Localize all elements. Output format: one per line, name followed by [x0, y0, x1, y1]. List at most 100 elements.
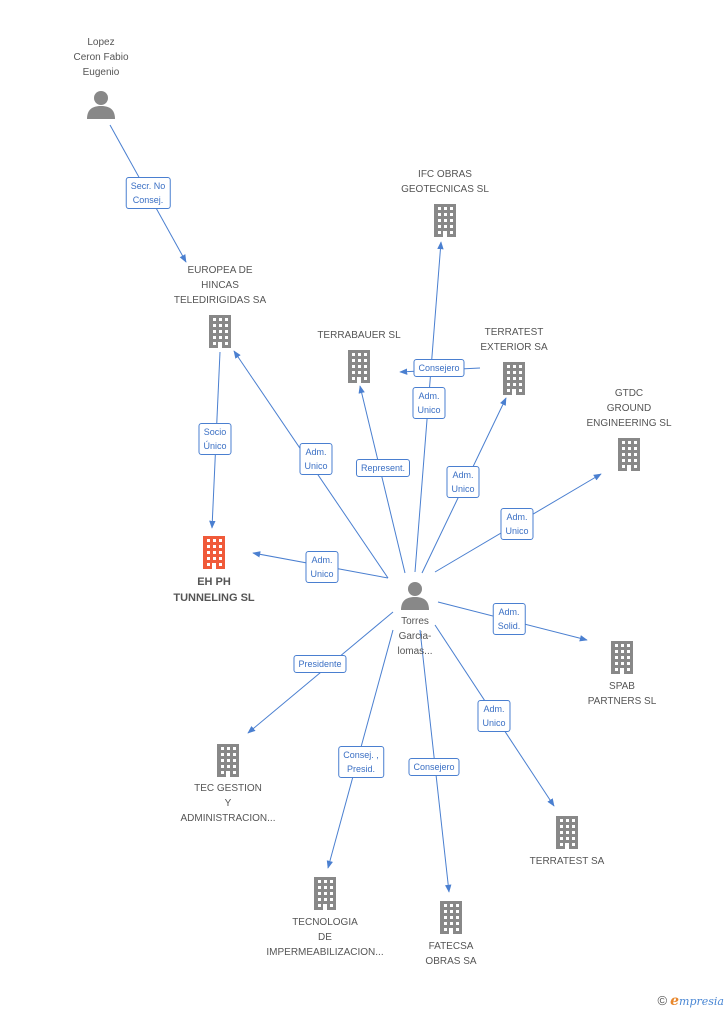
edge-label-line: Adm.	[498, 607, 520, 617]
building-icon	[499, 361, 529, 400]
edge-label-line: Adm.	[311, 555, 333, 565]
footer-brand[interactable]: ©empresia	[658, 993, 724, 1009]
edge-label-line: Consejero	[418, 363, 460, 373]
edge-label[interactable]: Adm. Unico	[299, 443, 333, 475]
node-label-line: TUNNELING SL	[173, 592, 255, 604]
edge-label-line: Unico	[482, 718, 506, 728]
node-label-line: TELEDIRIGIDAS SA	[173, 295, 267, 306]
node-label-line: Torres	[401, 616, 429, 627]
node-label-line: FATECSA	[428, 941, 474, 952]
node-label-line: EUROPEA DE	[187, 265, 253, 276]
node-label: TECNOLOGIA DE IMPERMEABILIZACION...	[255, 915, 395, 960]
building-icon	[205, 314, 235, 353]
node-label-line: GEOTECNICAS SL	[401, 184, 489, 195]
edge-label-line: Presid.	[346, 764, 375, 774]
person-icon	[400, 580, 430, 615]
node-label-line: IFC OBRAS	[418, 169, 472, 180]
building-icon-svg	[434, 204, 456, 237]
node-label-line: Y	[224, 798, 232, 809]
node-label-line: EH PH	[197, 576, 231, 588]
node-label-line: TERRATEST SA	[529, 856, 605, 867]
building-icon-svg	[440, 901, 462, 934]
edge-label[interactable]: Adm. Unico	[477, 700, 511, 732]
edge-label[interactable]: Adm.Unico	[500, 508, 534, 540]
edge-label-line: Unico	[451, 484, 475, 494]
edge-label[interactable]: Represent.	[355, 459, 411, 477]
node-label: IFC OBRAS GEOTECNICAS SL	[375, 167, 515, 197]
edge-torres-to-terrabauer	[358, 385, 406, 574]
node-label-line: GROUND	[606, 403, 652, 414]
node-label-line: lomas...	[397, 646, 433, 657]
edge-label-line: Socio	[203, 427, 227, 437]
building-icon	[199, 535, 229, 574]
edge-label-line: Consej. ,	[343, 750, 379, 760]
edge-label-line: Único	[203, 441, 227, 451]
building-icon-svg	[217, 744, 239, 777]
node-label: EUROPEA DE HINCAS TELEDIRIGIDAS SA	[150, 263, 290, 308]
brand-name: mpresia	[679, 995, 724, 1008]
node-label-line: SPAB	[609, 681, 635, 692]
node-label: TERRABAUER SL	[289, 328, 429, 343]
building-icon-svg	[503, 362, 525, 395]
node-label-line: Lopez	[87, 37, 115, 48]
node-label: TERRATEST SA	[497, 854, 637, 869]
node-label-line: GTDC	[614, 388, 644, 399]
edge-label-line: Adm.	[418, 391, 440, 401]
building-icon-svg	[618, 438, 640, 471]
person-icon	[86, 89, 116, 124]
node-label: TEC GESTION Y ADMINISTRACION...	[158, 781, 298, 826]
edge-label[interactable]: Consejero	[413, 359, 465, 377]
edge-label[interactable]: Adm. Unico	[446, 466, 480, 498]
edge-label-line: Adm.	[483, 704, 505, 714]
edge-label[interactable]: Adm. Solid.	[492, 603, 526, 635]
edge-label-line: Consejero	[413, 762, 455, 772]
edge-label[interactable]: Secr. No Consej.	[125, 177, 171, 209]
node-label-line: EXTERIOR SA	[480, 342, 548, 353]
edge-label-line: Consej.	[132, 195, 164, 205]
building-icon-svg	[348, 350, 370, 383]
node-label-line: IMPERMEABILIZACION...	[266, 947, 384, 958]
building-icon-svg	[203, 536, 225, 569]
node-label-line: Garcia-	[398, 631, 432, 642]
edge-label-line: Adm.	[452, 470, 474, 480]
edge-label-line: Presidente	[298, 659, 342, 669]
node-label: TERRATEST EXTERIOR SA	[444, 325, 584, 355]
edge-label-line: Adm.	[305, 447, 327, 457]
node-label-line: DE	[318, 932, 332, 943]
node-label-line: TECNOLOGIA	[292, 917, 358, 928]
edge-label[interactable]: Adm. Unico	[305, 551, 339, 583]
node-label-line: Ceron Fabio	[73, 52, 129, 63]
node-label-line: TERRATEST	[484, 327, 544, 338]
edge-label[interactable]: Adm. Unico	[412, 387, 446, 419]
edge-label[interactable]: Consej. , Presid.	[338, 746, 384, 778]
edge-label-line: Adm.	[506, 512, 528, 522]
edge-label-line: Solid.	[497, 621, 521, 631]
edge-label[interactable]: Presidente	[293, 655, 347, 673]
building-icon-svg	[314, 877, 336, 910]
building-icon-svg	[209, 315, 231, 348]
edge-label[interactable]: Consejero	[408, 758, 460, 776]
node-label-line: HINCAS	[201, 280, 239, 291]
building-icon	[614, 437, 644, 476]
building-icon	[607, 640, 637, 679]
building-icon	[344, 349, 374, 388]
node-label-line: ADMINISTRACION...	[180, 813, 276, 824]
node-label-line: TEC GESTION	[194, 783, 262, 794]
edge-label-line: Secr. No	[130, 181, 166, 191]
edge-label-line: Unico	[417, 405, 441, 415]
building-icon	[213, 743, 243, 782]
edge-label-line: Unico	[304, 461, 328, 471]
person-icon-svg	[401, 582, 429, 610]
node-label-line: OBRAS SA	[425, 956, 477, 967]
edge-label-line: Unico	[310, 569, 334, 579]
building-icon	[552, 815, 582, 854]
edge-label-line: Represent.	[360, 463, 406, 473]
brand-initial: e	[670, 993, 680, 1009]
building-icon	[310, 876, 340, 915]
node-label: FATECSA OBRAS SA	[381, 939, 521, 969]
